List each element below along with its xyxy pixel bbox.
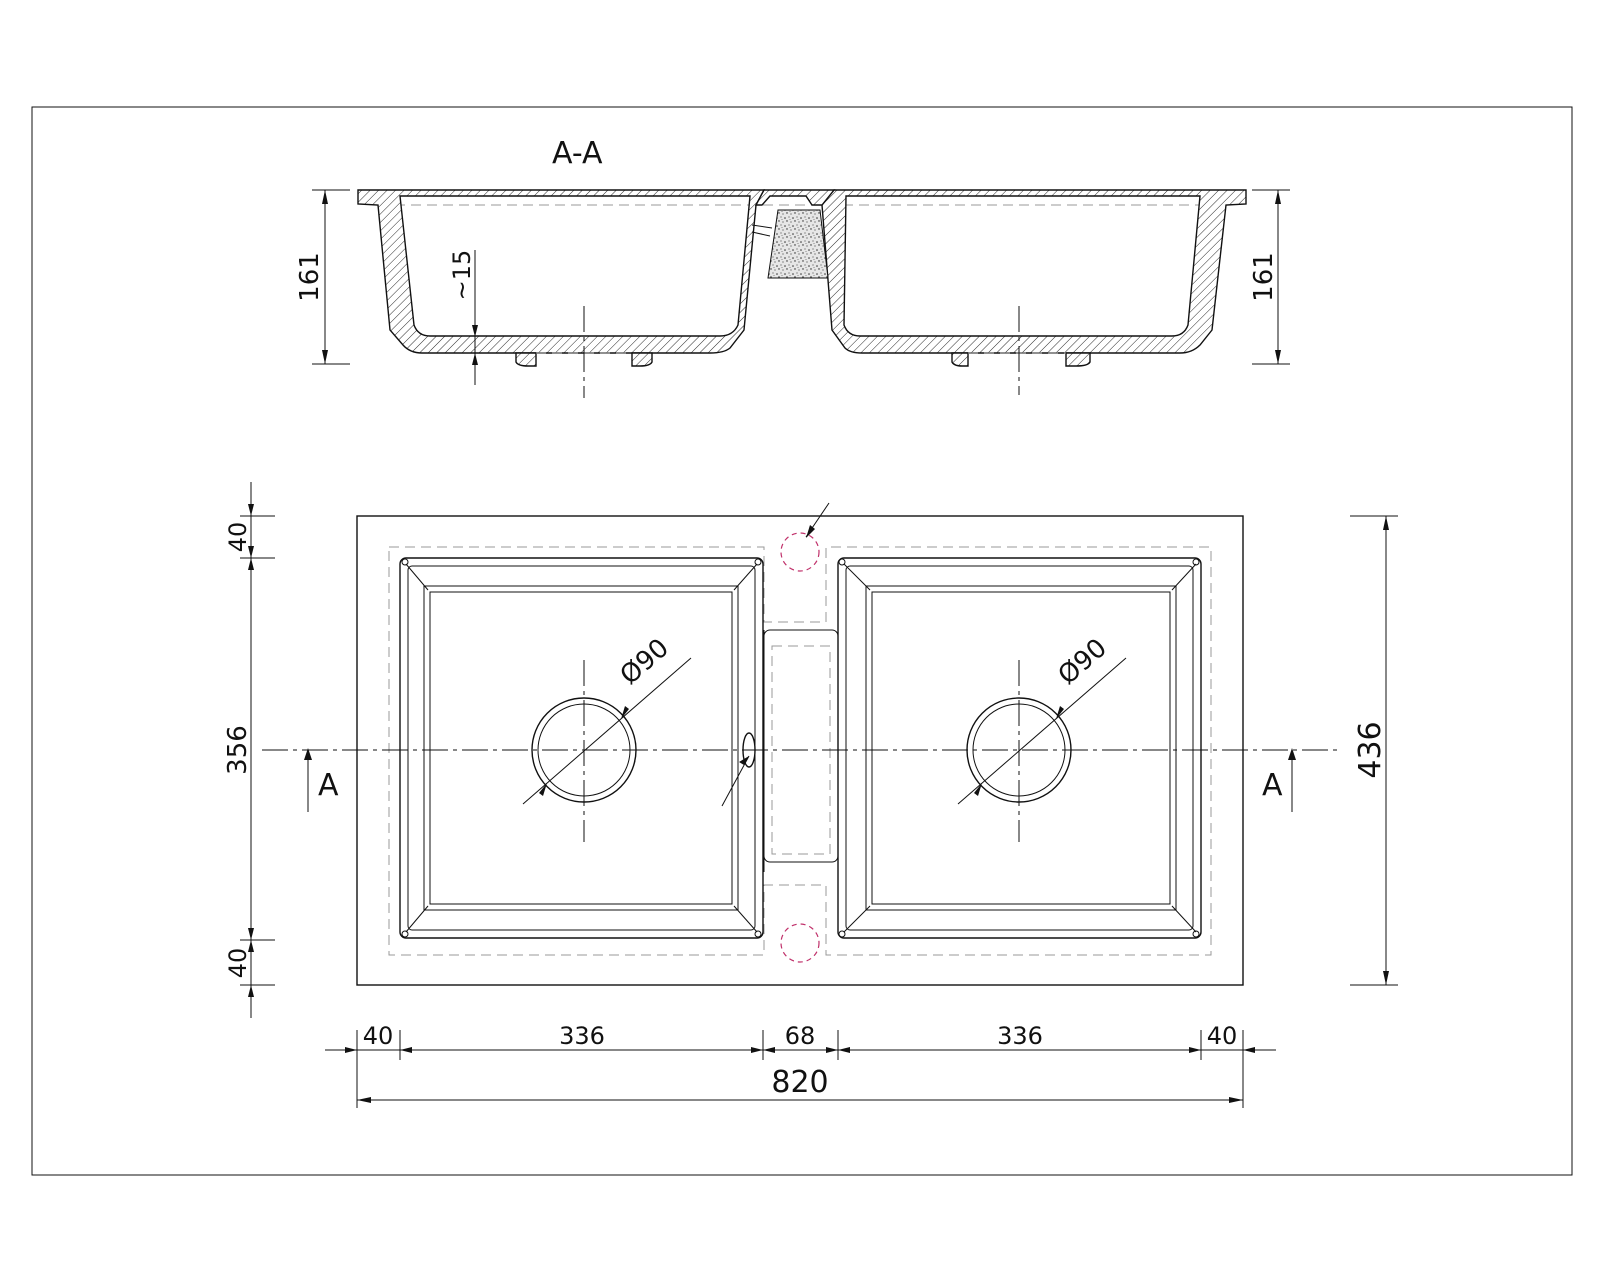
bowl-divider <box>721 629 839 872</box>
section-cut-left: A <box>318 768 339 803</box>
left-drain-diameter: Ø90 <box>615 633 675 691</box>
left-bowl-wall <box>357 189 766 354</box>
dim-left-margin: 40 <box>363 1022 394 1050</box>
vertical-dimensions: 40 356 40 <box>223 482 275 1018</box>
dim-top-margin: 40 <box>224 522 252 553</box>
dim-right-margin: 40 <box>1207 1022 1238 1050</box>
dim-right-bowl: 336 <box>997 1022 1043 1050</box>
divider-bridge <box>754 189 836 206</box>
section-height-left: 161 <box>295 252 325 302</box>
divider-insert <box>767 209 829 279</box>
horizontal-dimensions: 40 336 68 336 40 820 <box>325 1022 1276 1108</box>
drawing-frame <box>31 106 1573 1176</box>
overflow-marker-bottom <box>780 923 820 963</box>
dim-divider: 68 <box>785 1022 816 1050</box>
dim-overall-width: 820 <box>771 1065 828 1100</box>
dim-left-bowl: 336 <box>559 1022 605 1050</box>
overall-height-dimension: 436 <box>1350 515 1398 986</box>
section-view: A-A 161 ~15 <box>295 136 1290 398</box>
section-cut-right: A <box>1262 768 1283 803</box>
dim-overall-height: 436 <box>1353 721 1388 778</box>
plan-view: Ø90 Ø90 A A <box>262 502 1342 986</box>
dim-inner-height: 356 <box>223 725 253 775</box>
dim-bottom-margin: 40 <box>224 948 252 979</box>
section-height-right: 161 <box>1249 252 1279 302</box>
section-bottom-offset: ~15 <box>448 250 476 301</box>
right-drain-diameter: Ø90 <box>1053 633 1113 691</box>
right-bowl-wall <box>821 189 1247 354</box>
section-label: A-A <box>552 136 603 171</box>
left-bowl <box>399 557 764 939</box>
overflow-marker-top <box>780 532 820 572</box>
